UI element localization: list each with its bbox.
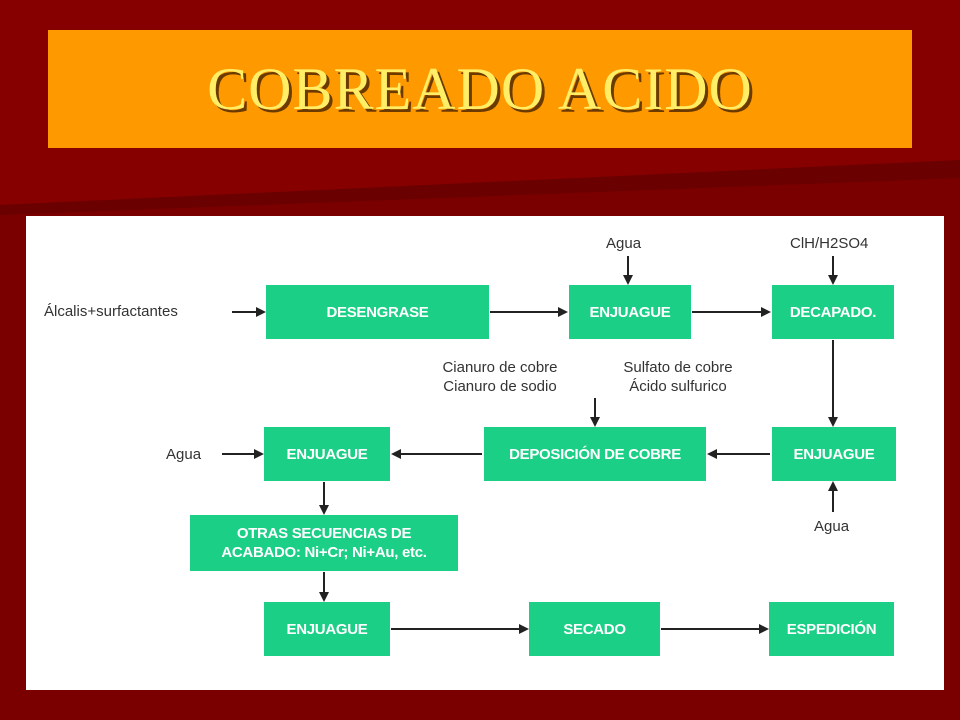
input-sulfato-line2: Ácido sulfurico <box>629 378 727 395</box>
box-espedicion-label: ESPEDICIÓN <box>786 620 877 638</box>
input-cianuro-line2: Cianuro de sodio <box>443 378 557 395</box>
box-decapado-label: DECAPADO. <box>789 303 877 321</box>
box-deposicion-label: DEPOSICIÓN DE COBRE <box>509 445 681 463</box>
box-enjuague-3: ENJUAGUE <box>264 427 390 481</box>
input-alcalis: Álcalis+surfactantes <box>44 303 178 320</box>
box-acabado-line2: ACABADO: Ni+Cr; Ni+Au, etc. <box>221 544 427 561</box>
box-enjuague-3-label: ENJUAGUE <box>286 445 368 463</box>
input-agua-left: Agua <box>166 446 202 463</box>
input-agua-top: Agua <box>606 235 642 252</box>
box-deposicion: DEPOSICIÓN DE COBRE <box>484 427 706 481</box>
input-sulfato: Sulfato de cobre Ácido sulfurico <box>598 358 758 396</box>
box-acabado: OTRAS SECUENCIAS DE ACABADO: Ni+Cr; Ni+A… <box>190 515 458 571</box>
box-enjuague-4-label: ENJUAGUE <box>286 620 368 638</box>
box-enjuague-1-label: ENJUAGUE <box>589 303 671 321</box>
input-sulfato-line1: Sulfato de cobre <box>623 359 733 376</box>
title-bar: COBREADO ACIDO <box>48 30 912 148</box>
box-desengrase: DESENGRASE <box>266 285 489 339</box>
input-cianuro: Cianuro de cobre Cianuro de sodio <box>420 358 580 396</box>
box-desengrase-label: DESENGRASE <box>326 303 429 321</box>
input-agua-bottom: Agua <box>814 518 850 535</box>
input-cianuro-line1: Cianuro de cobre <box>442 359 558 376</box>
box-enjuague-2-label: ENJUAGUE <box>793 445 875 463</box>
box-enjuague-1: ENJUAGUE <box>569 285 691 339</box>
slide-title: COBREADO ACIDO <box>207 55 753 122</box>
box-decapado: DECAPADO. <box>772 285 894 339</box>
box-secado-label: SECADO <box>563 620 626 638</box>
input-acid-top: ClH/H2SO4 <box>790 235 869 252</box>
box-secado: SECADO <box>529 602 660 656</box>
box-enjuague-2: ENJUAGUE <box>772 427 896 481</box>
box-enjuague-4: ENJUAGUE <box>264 602 390 656</box>
box-acabado-line1: OTRAS SECUENCIAS DE <box>236 525 412 542</box>
box-espedicion: ESPEDICIÓN <box>769 602 894 656</box>
